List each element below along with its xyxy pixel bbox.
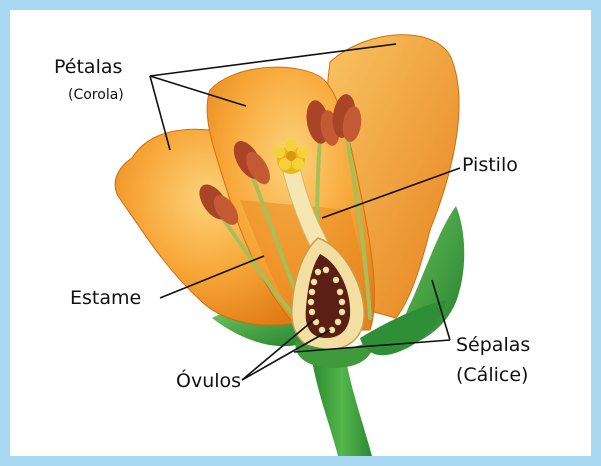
label-sepalas: Sépalas [456,336,530,355]
label-estame: Estame [70,289,141,308]
label-petalas: Pétalas [54,58,122,77]
label-ovulos: Óvulos [176,372,241,391]
label-corola: (Corola) [68,88,124,102]
flower-stem [312,360,372,456]
label-calice: (Cálice) [456,366,528,385]
label-pistilo: Pistilo [462,156,518,175]
